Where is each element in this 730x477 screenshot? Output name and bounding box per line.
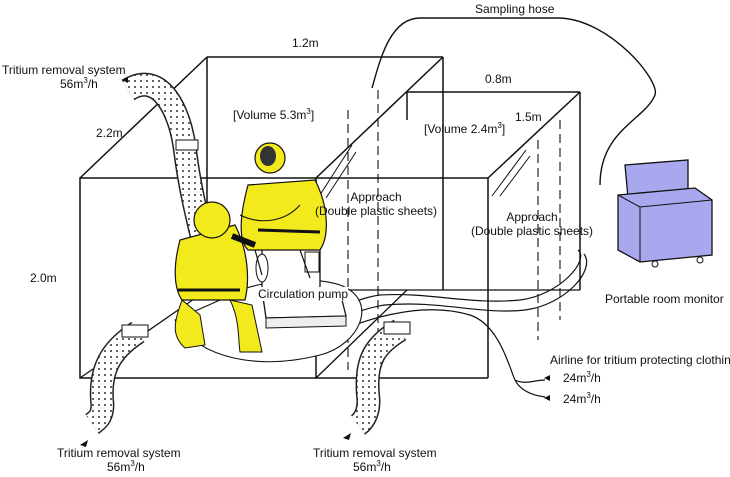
arrow-left-icon <box>544 395 550 401</box>
airline-flow-1: 24m3/h <box>563 370 601 386</box>
flow-arrows <box>80 77 550 447</box>
dimension-depth-label: 2.2m <box>96 126 123 140</box>
sampling-hose <box>371 17 656 186</box>
trs-bottom-left-flow: 56m3/h <box>107 459 145 475</box>
sampling-hose-label: Sampling hose <box>475 2 555 16</box>
worker-standing <box>239 142 327 279</box>
portable-room-monitor-label: Portable room monitor <box>605 292 724 306</box>
annex-enclosure-box <box>316 91 581 379</box>
dimension-annex-depth-label: 1.5m <box>515 110 542 124</box>
airline-flow-2: 24m3/h <box>563 391 601 407</box>
arrow-down-left-icon <box>80 440 88 447</box>
trs-bottom-middle-flow: 56m3/h <box>353 459 391 475</box>
portable-room-monitor <box>617 159 713 268</box>
approach-1-label: Approach(Double plastic sheets) <box>314 190 438 218</box>
dimension-top-label: 1.2m <box>292 36 319 50</box>
approach-2-label: Approach(Double plastic sheets) <box>470 210 594 238</box>
duct-top <box>121 72 217 253</box>
approach-sheet-folds <box>317 144 531 199</box>
airline-label: Airline for tritium protecting clothing <box>550 353 730 367</box>
volume-main-label: [Volume 5.3m3] <box>233 107 315 123</box>
trs-bottom-middle-name: Tritium removal system <box>313 446 437 460</box>
trs-bottom-left-name: Tritium removal system <box>57 446 181 460</box>
arrow-down-left-icon <box>343 433 351 440</box>
duct-bottom-left <box>85 321 149 434</box>
trs-top-flow: 56m3/h <box>60 76 98 92</box>
worker-kneeling <box>174 201 263 353</box>
circulation-pump-label: Circulation pump <box>258 287 349 301</box>
arrow-left-icon <box>122 77 128 83</box>
arrow-left-icon <box>544 375 550 381</box>
duct-bottom-middle <box>350 319 411 435</box>
volume-annex-label: [Volume 2.4m3] <box>424 121 506 137</box>
dimension-height-label: 2.0m <box>30 271 57 285</box>
trs-top-name: Tritium removal system <box>2 63 126 77</box>
dimension-annex-width-label: 0.8m <box>485 72 512 86</box>
